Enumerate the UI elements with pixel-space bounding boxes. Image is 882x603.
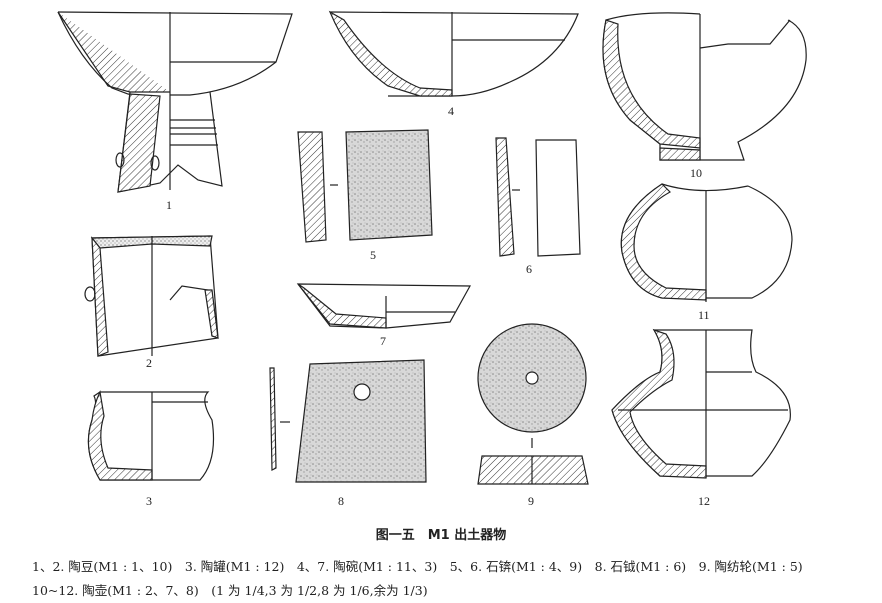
artifact-drawings [57, 10, 807, 485]
label-5: 5 [370, 248, 376, 262]
label-7: 7 [380, 334, 386, 348]
figure-caption: 图一五 M1 出土器物 [375, 528, 507, 543]
artifact-3-jar [87, 390, 215, 481]
artifact-12-pot [611, 328, 791, 479]
label-1: 1 [166, 198, 172, 212]
artifact-10-pot [602, 12, 807, 161]
artifact-5-adze [297, 129, 433, 243]
artifact-1-dou [57, 11, 293, 193]
label-2: 2 [146, 356, 152, 370]
artifact-8-yue [269, 359, 427, 483]
artifact-4-bowl [328, 10, 579, 97]
label-11: 11 [698, 308, 710, 322]
label-10: 10 [690, 166, 702, 180]
label-8: 8 [338, 494, 344, 508]
label-4: 4 [448, 104, 454, 118]
figure-legend-line-2: 10~12. 陶壶(M1 : 2、7、8) (1 为 1/4,3 为 1/2,8… [32, 583, 428, 598]
artifact-7-bowl [296, 283, 472, 329]
artifact-11-pot [620, 183, 793, 302]
label-12: 12 [698, 494, 710, 508]
label-3: 3 [146, 494, 152, 508]
artifact-2-dou [84, 235, 219, 357]
artifact-6-adze [495, 137, 581, 257]
figure-legend-line-1: 1、2. 陶豆(M1 : 1、10) 3. 陶罐(M1 : 12) 4、7. 陶… [32, 559, 803, 574]
artifact-9-spindle-whorl [477, 323, 589, 485]
label-6: 6 [526, 262, 532, 276]
label-9: 9 [528, 494, 534, 508]
